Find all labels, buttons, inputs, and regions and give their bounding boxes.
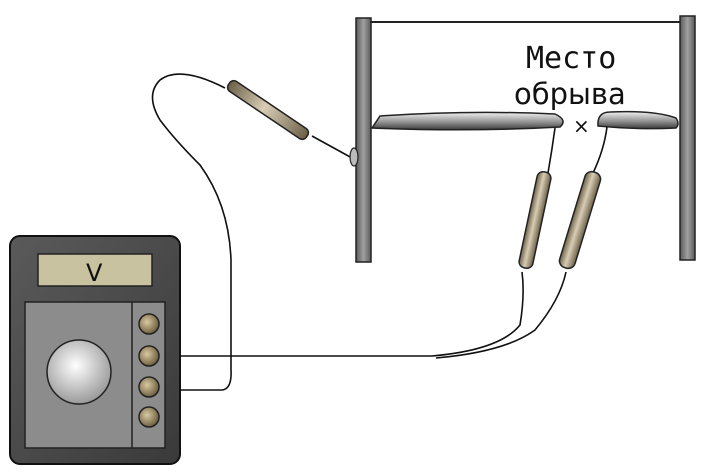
wires [151, 73, 608, 391]
terminal-1 [138, 313, 160, 335]
wire-lead-left [547, 127, 556, 174]
frame-left-post [355, 17, 372, 263]
voltmeter-symbol: V [86, 259, 103, 287]
break-annotation: Место обрыва × [514, 41, 626, 138]
frame-right-post [679, 15, 696, 261]
probe-left [518, 170, 552, 270]
conductor [370, 110, 679, 131]
terminal-4 [138, 406, 160, 428]
conductor-left-segment [370, 111, 564, 131]
wire-probe-top [151, 73, 232, 391]
break-marker: × [573, 114, 590, 138]
voltmeter: V [9, 235, 181, 465]
support-frame [355, 15, 696, 263]
break-label-line2: обрыва [514, 77, 626, 111]
wire-second-probe [435, 271, 567, 359]
wire-common [160, 271, 524, 357]
break-label-line1: Место [526, 41, 616, 76]
meter-display [37, 253, 153, 287]
probes [226, 79, 602, 270]
wire-probe-top-tip [311, 135, 353, 159]
probe-right [558, 170, 602, 270]
terminal-3 [138, 376, 160, 398]
meter-dial [46, 339, 112, 405]
probe-top [226, 79, 310, 141]
conductor-right-segment [597, 110, 679, 130]
probe-clip [349, 147, 359, 167]
terminal-2 [138, 345, 160, 367]
wire-lead-right [592, 126, 608, 174]
